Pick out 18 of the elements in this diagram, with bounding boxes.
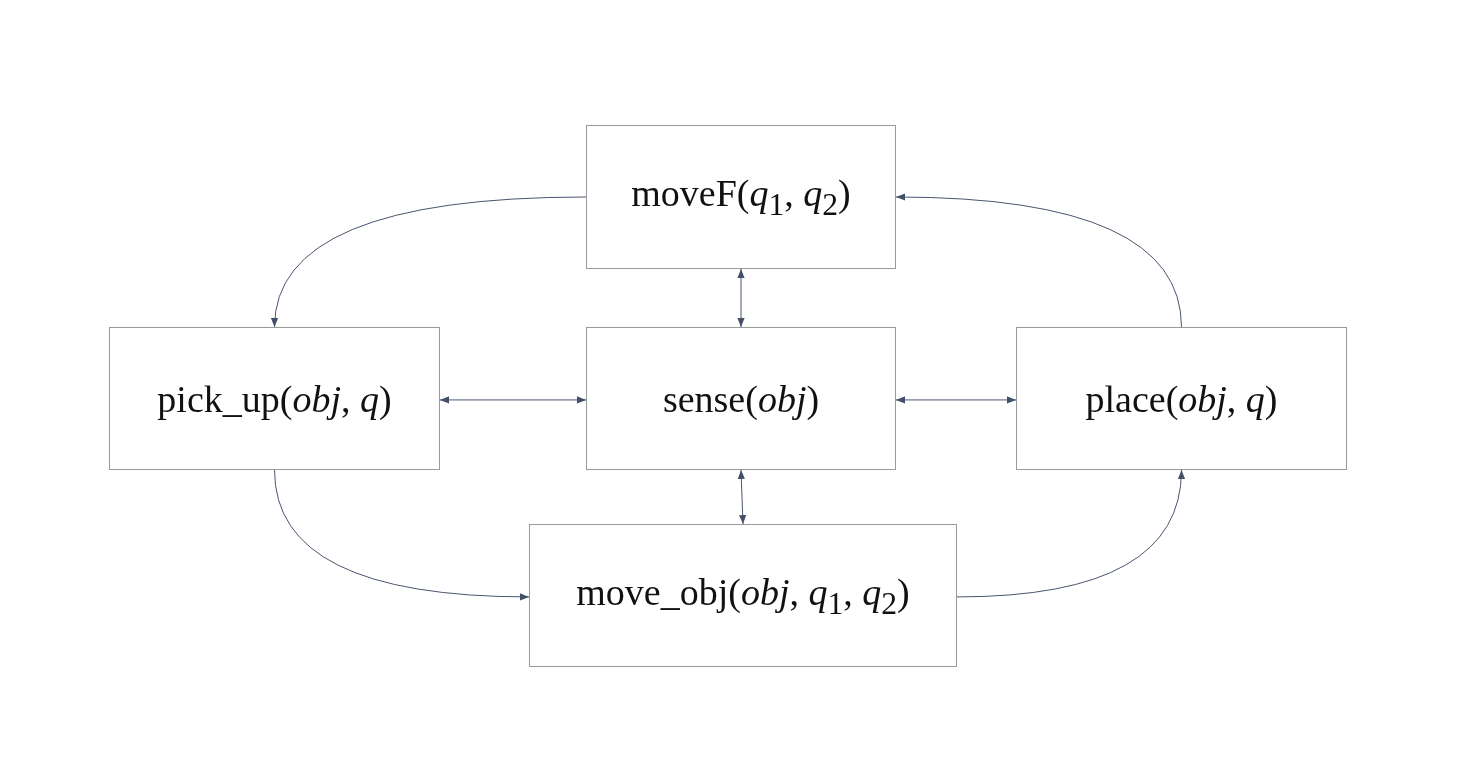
- function-label: place(obj, q): [1085, 376, 1278, 421]
- arrow: [737, 268, 745, 328]
- arrow: [439, 396, 587, 404]
- arrow: [895, 193, 1182, 328]
- process-box: [529, 524, 957, 667]
- arrow: [271, 196, 587, 328]
- function-label: pick_up(obj, q): [157, 376, 392, 421]
- arrow: [956, 469, 1185, 598]
- arrow: [895, 396, 1017, 404]
- process-box: [586, 125, 896, 269]
- function-label: moveF(q$_{1}$, q$_{2}$): [631, 171, 851, 223]
- function-label: sense(obj): [662, 376, 820, 421]
- process-box: [1016, 327, 1347, 470]
- arrow: [737, 469, 747, 525]
- function-label: move_obj(obj, q$_{1}$, q$_{2}$): [576, 569, 910, 622]
- process-box: [109, 327, 440, 470]
- process-box: [586, 327, 896, 470]
- arrow: [274, 469, 530, 601]
